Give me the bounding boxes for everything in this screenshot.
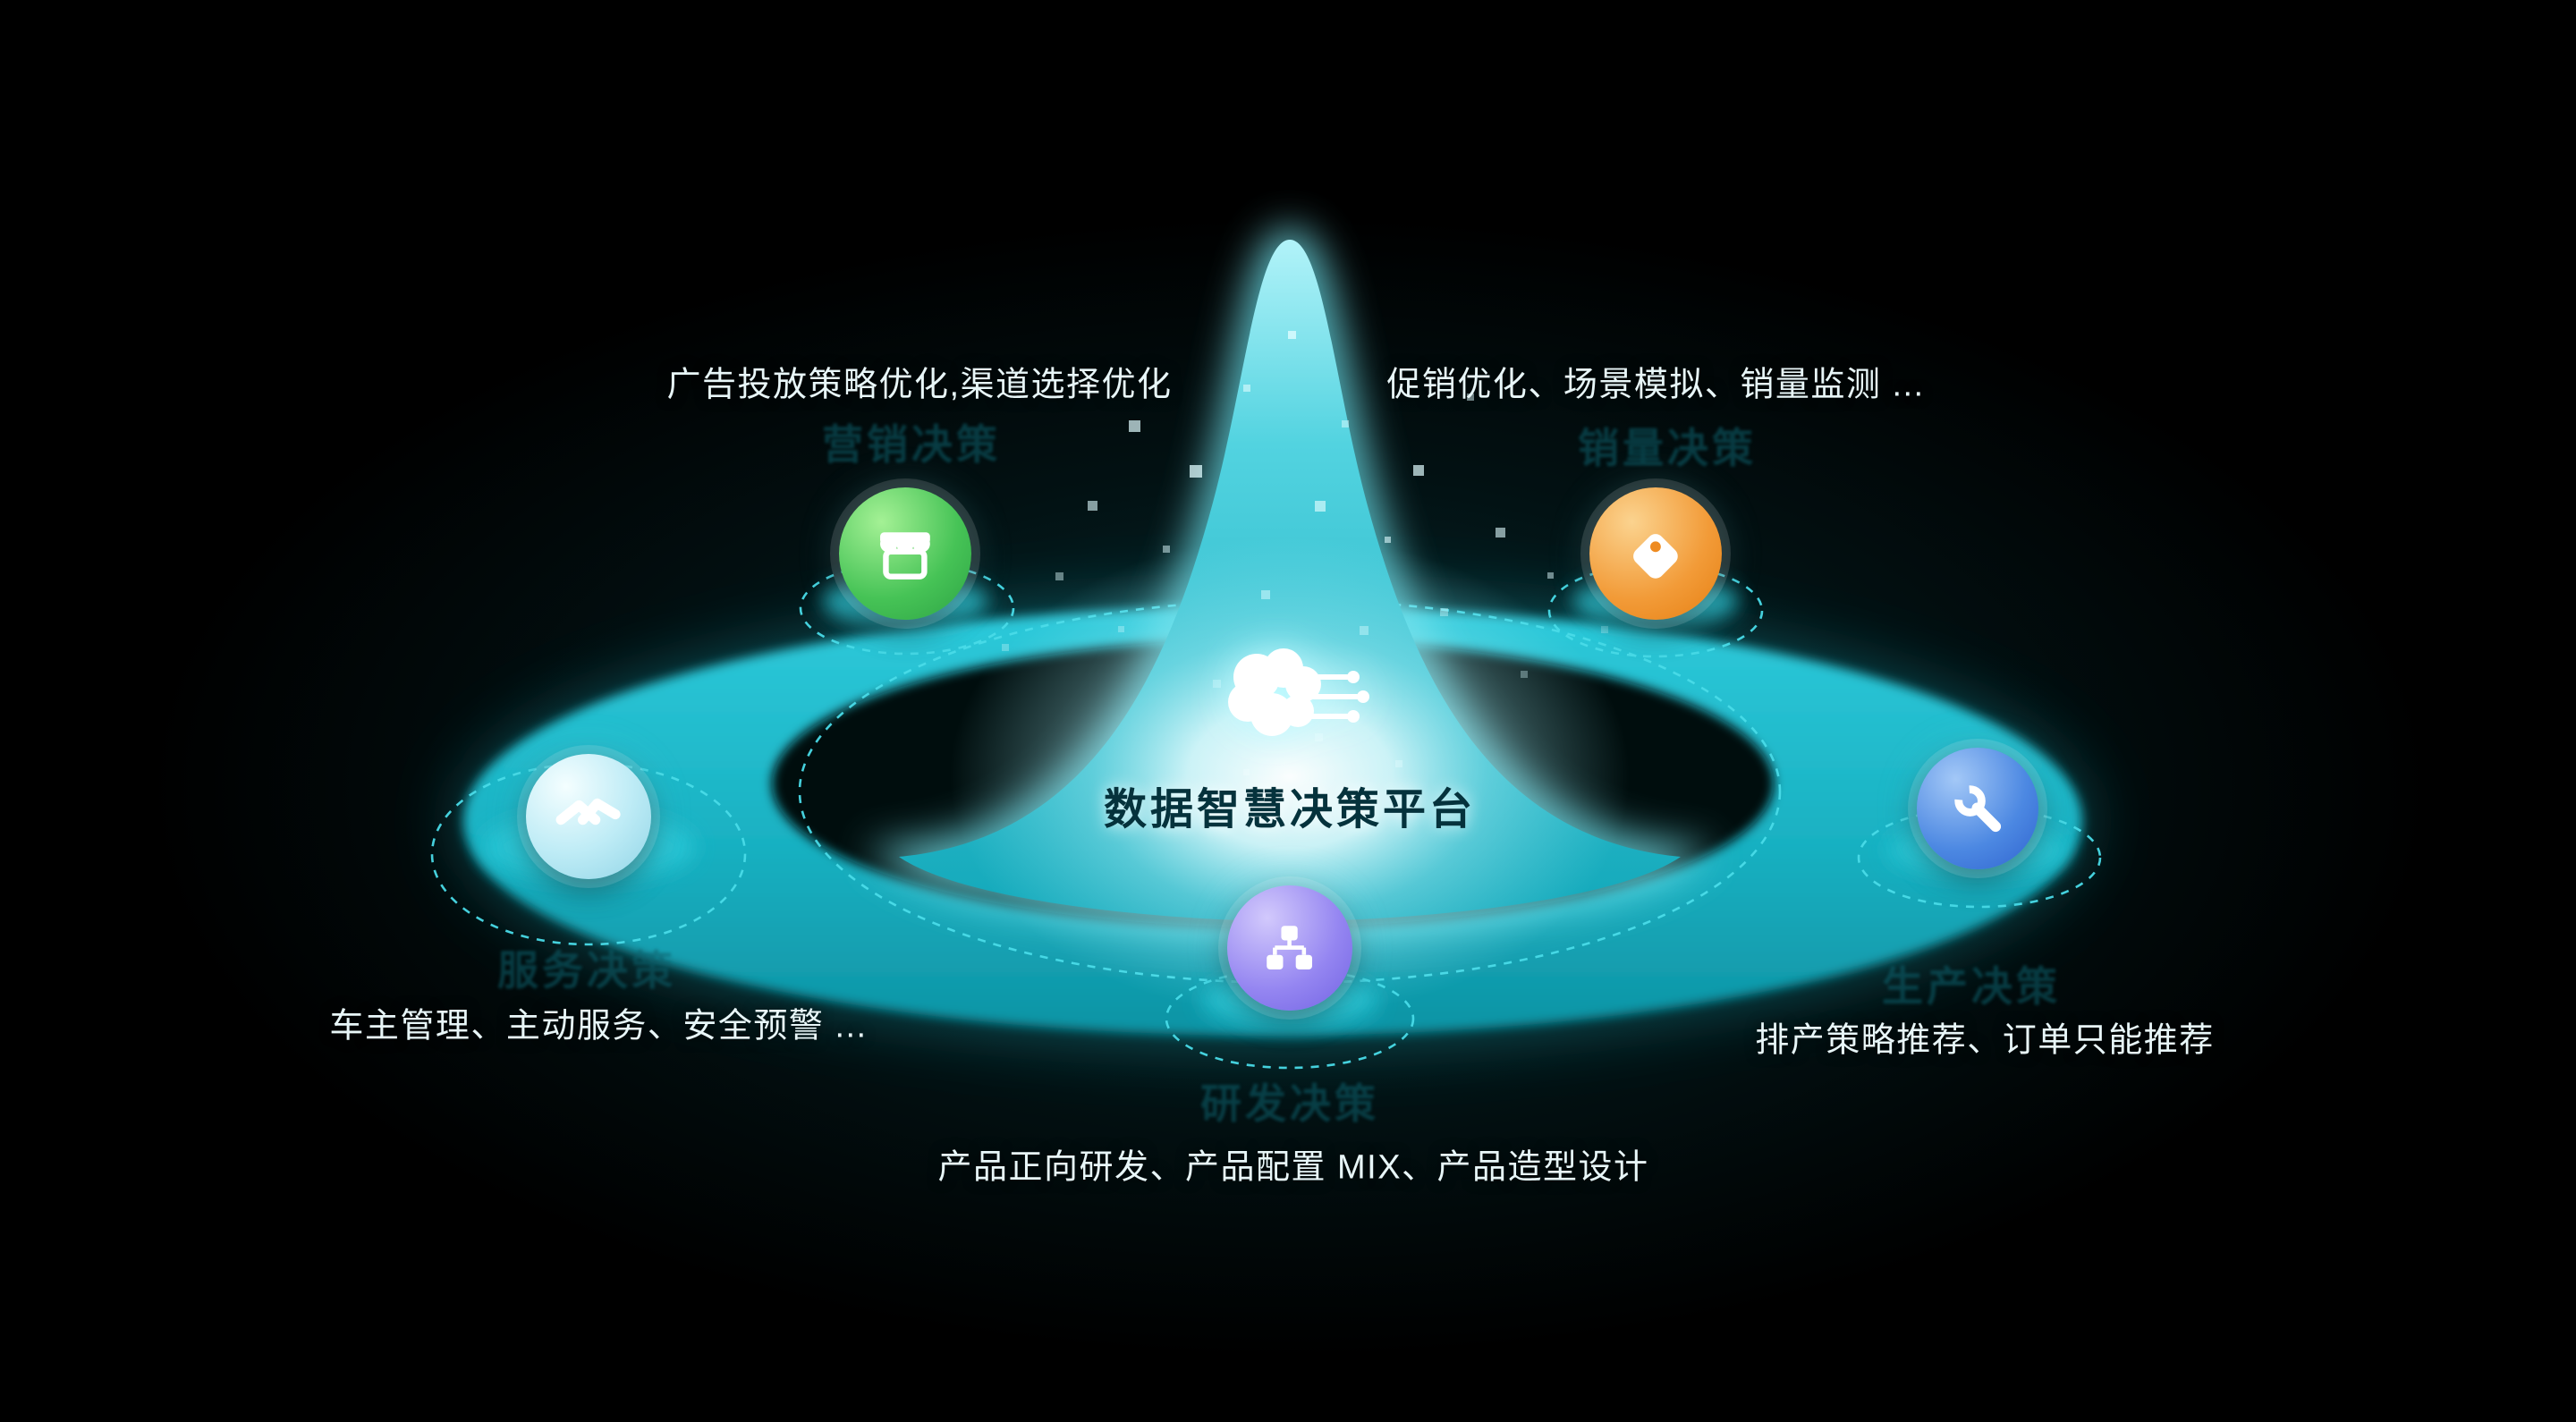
hub-core-glow — [950, 537, 1630, 1016]
node-description-production: 排产策略推荐、订单只能推荐 — [1755, 1021, 2215, 1060]
node-label-production: 生产决策 — [1882, 963, 2061, 1010]
hierarchy-icon — [1227, 885, 1352, 1011]
node-label-rnd: 研发决策 — [1200, 1080, 1379, 1127]
storefront-icon — [839, 487, 971, 620]
brain-circuit-icon — [1187, 625, 1393, 768]
platform-title: 数据智慧决策平台 — [1103, 786, 1477, 834]
node-description-rnd: 产品正向研发、产品配置 MIX、产品造型设计 — [937, 1148, 1649, 1187]
handshake-icon — [526, 754, 651, 879]
node-description-service: 车主管理、主动服务、安全预警 ... — [329, 1007, 868, 1045]
wrench-icon — [1917, 748, 2038, 869]
node-description-sales: 促销优化、场景模拟、销量监测 ... — [1386, 366, 1925, 404]
node-label-marketing: 营销决策 — [822, 421, 1001, 468]
node-label-service: 服务决策 — [497, 947, 676, 994]
node-description-marketing: 广告投放策略优化,渠道选择优化 — [666, 366, 1173, 404]
node-label-sales: 销量决策 — [1578, 425, 1757, 471]
crater-dashed-ring — [798, 598, 1782, 985]
price-tag-icon — [1589, 487, 1722, 620]
